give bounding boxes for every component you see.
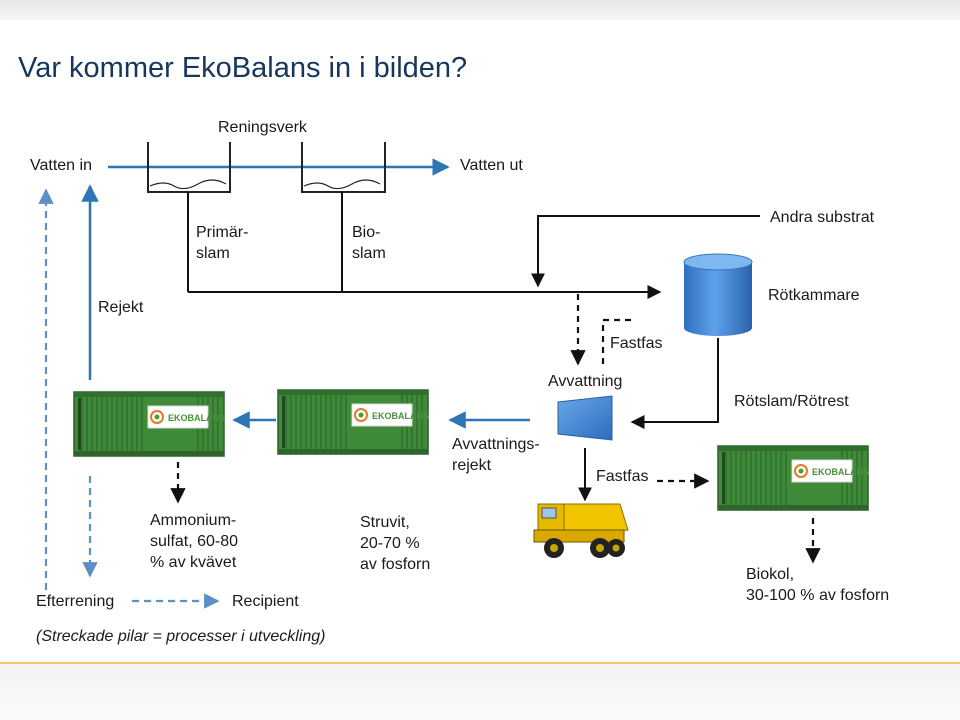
label-biokol: Biokol, 30-100 % av fosforn xyxy=(746,566,890,604)
label-recipient: Recipient xyxy=(232,593,299,610)
label-rotkammare: Rötkammare xyxy=(768,287,860,304)
dewatering-unit xyxy=(557,395,613,441)
label-reningsverk: Reningsverk xyxy=(218,119,307,136)
label-avvattning: Avvattning xyxy=(548,373,623,390)
label-bioslam: Bio- slam xyxy=(352,224,386,262)
bio-basin xyxy=(301,142,386,193)
footnote: (Streckade pilar = processer i utvecklin… xyxy=(36,628,326,645)
label-efterrening: Efterrening xyxy=(36,593,115,610)
dump-truck-icon xyxy=(533,503,629,558)
page-title: Var kommer EkoBalans in i bilden? xyxy=(18,52,468,84)
container-struvit: EKOBALANS xyxy=(277,389,429,455)
label-rejekt: Rejekt xyxy=(98,299,144,316)
container-biokol: EKOBALANS xyxy=(717,445,869,511)
bottom-bar xyxy=(0,662,960,720)
label-vatten-ut: Vatten ut xyxy=(460,157,523,174)
label-ammoniumsulfat: Ammonium- sulfat, 60-80 % av kvävet xyxy=(150,512,239,571)
digester-tank xyxy=(683,253,753,336)
container-logo: EKOBALANS xyxy=(168,413,225,423)
label-primarslam: Primär- slam xyxy=(196,224,249,262)
label-avvattningsrejekt: Avvattnings- rejekt xyxy=(452,436,540,474)
container-ammonium: EKOBALANS xyxy=(73,391,225,457)
label-fastfas-top: Fastfas xyxy=(610,335,663,352)
label-andra-substrat: Andra substrat xyxy=(770,209,875,226)
container-logo: EKOBALANS xyxy=(372,411,429,421)
label-fastfas-bottom: Fastfas xyxy=(596,468,649,485)
container-logo: EKOBALANS xyxy=(812,467,869,477)
top-bar xyxy=(0,0,960,20)
label-vatten-in: Vatten in xyxy=(30,157,92,174)
label-struvit: Struvit, 20-70 % av fosforn xyxy=(360,514,431,573)
label-rotslam: Rötslam/Rötrest xyxy=(734,393,849,410)
